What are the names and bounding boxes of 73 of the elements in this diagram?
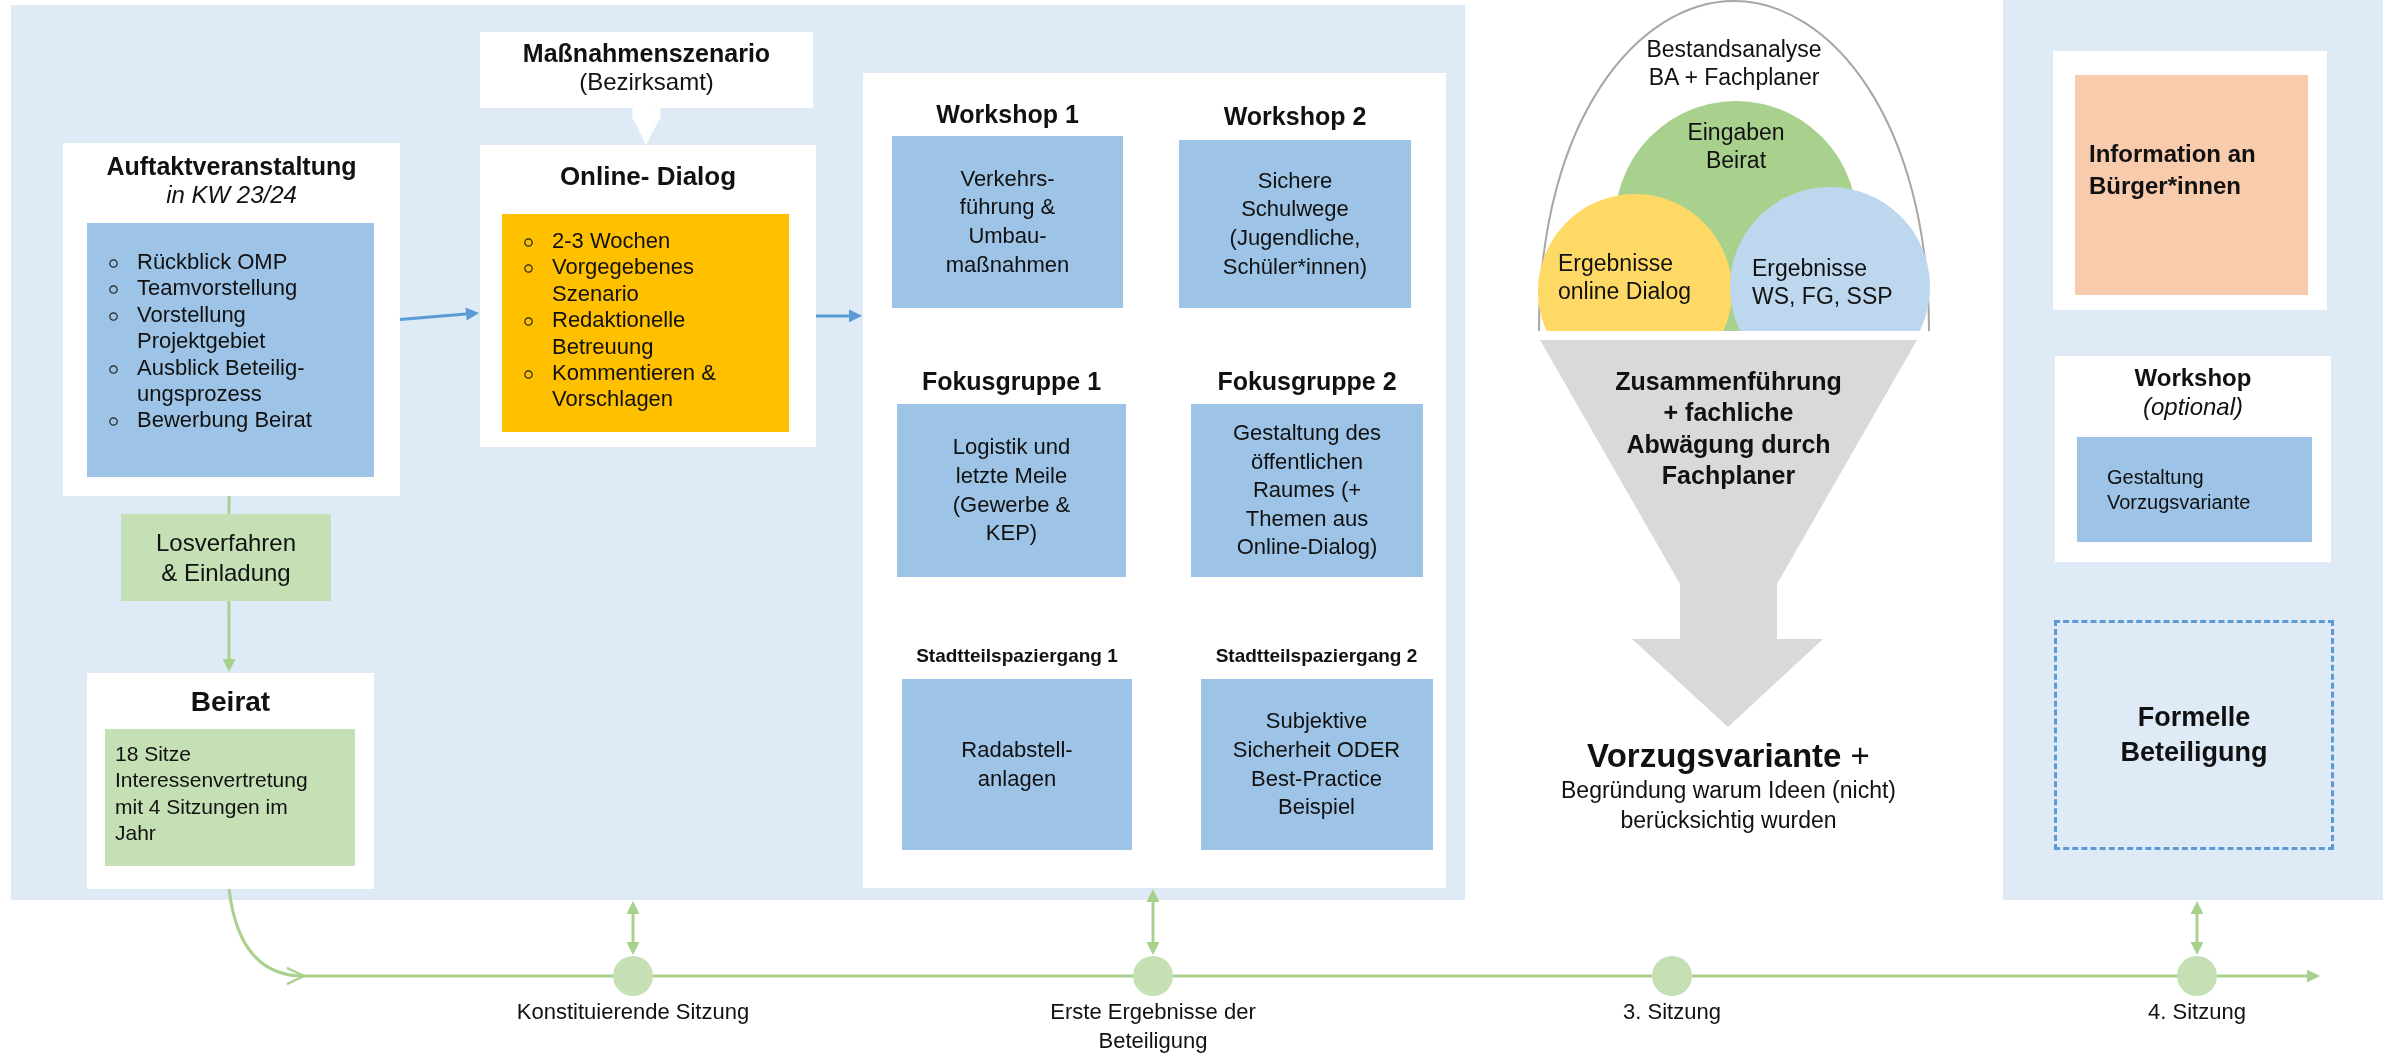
- topic-box: Logistik und letzte Meile (Gewerbe & KEP): [897, 404, 1126, 577]
- timeline-dot: [1133, 956, 1173, 996]
- section-panel: [11, 5, 1465, 900]
- result-text: Begründung warum Ideen (nicht) berücksichtig wurden: [1560, 776, 1897, 836]
- card-title: Auftaktveranstaltung: [105, 151, 358, 181]
- arrow: [626, 901, 640, 955]
- card-title: Workshop: [2133, 364, 2253, 393]
- milestone-caption: 3. Sitzung: [1622, 998, 1722, 1026]
- block-arrow: [632, 107, 661, 145]
- connector-line: [1173, 974, 1652, 978]
- arrow: [2190, 901, 2204, 955]
- milestone-caption: Konstituierende Sitzung: [515, 998, 751, 1026]
- topic-box: Losverfahren & Einladung: [121, 514, 331, 601]
- info-box: Information an Bürger*innen: [2075, 75, 2308, 295]
- topic-box: Gestaltung Vorzugsvariante: [2077, 437, 2312, 542]
- group-panel: [863, 73, 1446, 888]
- milestone-caption: 4. Sitzung: [2147, 998, 2247, 1026]
- list-item: Kommentieren & Vorschlagen: [552, 359, 717, 413]
- milestone-caption: Erste Ergebnisse der Beteiligung: [1049, 998, 1257, 1055]
- card-title: Maßnahmenszenario: [521, 38, 772, 68]
- column-heading: Workshop 2: [1222, 100, 1368, 132]
- card-title: Beirat: [189, 685, 272, 719]
- card: [63, 143, 400, 496]
- card-subtitle: (Bezirksamt): [578, 68, 715, 97]
- bullet-list-panel: [87, 223, 374, 477]
- card: [480, 32, 813, 108]
- topic-box: Sichere Schulwege (Jugendliche, Schüler*innen): [1179, 140, 1411, 308]
- column-heading: Fokusgruppe 2: [1216, 365, 1398, 397]
- column-heading: Stadtteilspaziergang 1: [915, 643, 1119, 668]
- topic-box: Radabstell- anlagen: [902, 679, 1132, 850]
- dashed-box: Formelle Beteiligung: [2054, 620, 2334, 850]
- arrow: [222, 601, 236, 672]
- list-item: Teamvorstellung: [137, 275, 298, 302]
- arrow: [1146, 889, 1160, 955]
- column-heading: Fokusgruppe 1: [920, 365, 1103, 397]
- arrow: [227, 888, 306, 985]
- timeline-dot: [2177, 956, 2217, 996]
- timeline-dot: [1652, 956, 1692, 996]
- card: [480, 145, 816, 447]
- card: [87, 673, 374, 889]
- arrow: [399, 307, 479, 321]
- list-item: 2-3 Wochen: [552, 228, 671, 255]
- circle-label: Ergebnisse WS, FG, SSP: [1752, 255, 1894, 311]
- connector-line: [304, 974, 613, 978]
- list-item: Redaktionelle Betreuung: [552, 307, 687, 360]
- connector-line: [1692, 974, 2177, 978]
- topic-box: Gestaltung des öffentlichen Raumes (+ Themen aus Online-Dialog): [1191, 404, 1423, 577]
- column-heading: Stadtteilspaziergang 2: [1214, 643, 1419, 668]
- card: [2055, 356, 2331, 562]
- column-heading: Workshop 1: [935, 98, 1080, 130]
- topic-box: Subjektive Sicherheit ODER Best-Practice Beispiel: [1200, 679, 1433, 850]
- list-item: Bewerbung Beirat: [137, 407, 312, 434]
- list-item: Rückblick OMP: [137, 249, 288, 276]
- section-panel: [2003, 0, 2383, 900]
- connector-line: [653, 974, 1133, 978]
- topic-box: Verkehrs- führung & Umbau- maßnahmen: [892, 136, 1123, 308]
- card-title: Online- Dialog: [558, 161, 738, 193]
- card-subtitle: (optional): [2141, 392, 2245, 422]
- egg-label: Bestandsanalyse BA + Fachplaner: [1645, 36, 1823, 92]
- arrow: [2217, 969, 2320, 983]
- result-heading: Vorzugsvariante +: [1586, 736, 1871, 776]
- circle-label: Eingaben Beirat: [1686, 119, 1786, 175]
- connector-line: [227, 496, 231, 514]
- list-item: Vorgegebenes Szenario: [552, 254, 695, 308]
- list-item: Ausblick Beteilig- ungsprozess: [137, 354, 306, 408]
- arrow: [816, 309, 862, 323]
- circle-label: Ergebnisse online Dialog: [1558, 250, 1692, 306]
- list-item: Vorstellung Projektgebiet: [137, 301, 267, 355]
- topic-box: 18 Sitze Interessenvertretung mit 4 Sitzungen im Jahr: [105, 729, 355, 866]
- funnel-label: Zusammenführung + fachliche Abwägung durch Fachplaner: [1614, 366, 1843, 491]
- card-subtitle: in KW 23/24: [165, 181, 298, 210]
- bullet-list-panel: [502, 214, 789, 432]
- timeline-dot: [613, 956, 653, 996]
